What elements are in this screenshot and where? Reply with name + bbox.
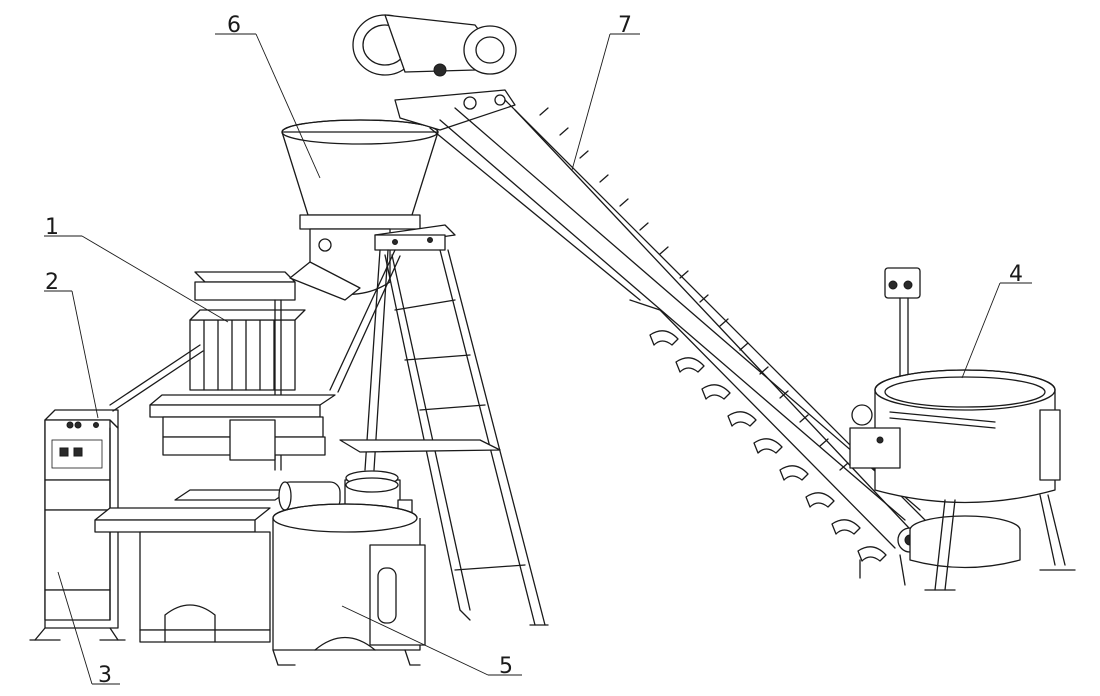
callout-4: 4 (1009, 262, 1023, 287)
callout-6: 6 (227, 13, 241, 38)
pan-mixer (849, 267, 1076, 591)
callout-5: 5 (499, 654, 513, 679)
callout-3: 3 (98, 663, 112, 688)
callout-2: 2 (45, 270, 59, 295)
inclined-conveyor (352, 14, 936, 586)
callout-labels: 1 2 3 4 5 6 7 (45, 13, 1023, 688)
hopper-stand (281, 119, 549, 626)
leader-lines (44, 33, 1032, 685)
callout-7: 7 (618, 13, 632, 38)
callout-1: 1 (45, 215, 59, 240)
control-cabinet (29, 409, 126, 641)
hydraulic-unit (272, 470, 426, 666)
brick-press (94, 271, 336, 643)
